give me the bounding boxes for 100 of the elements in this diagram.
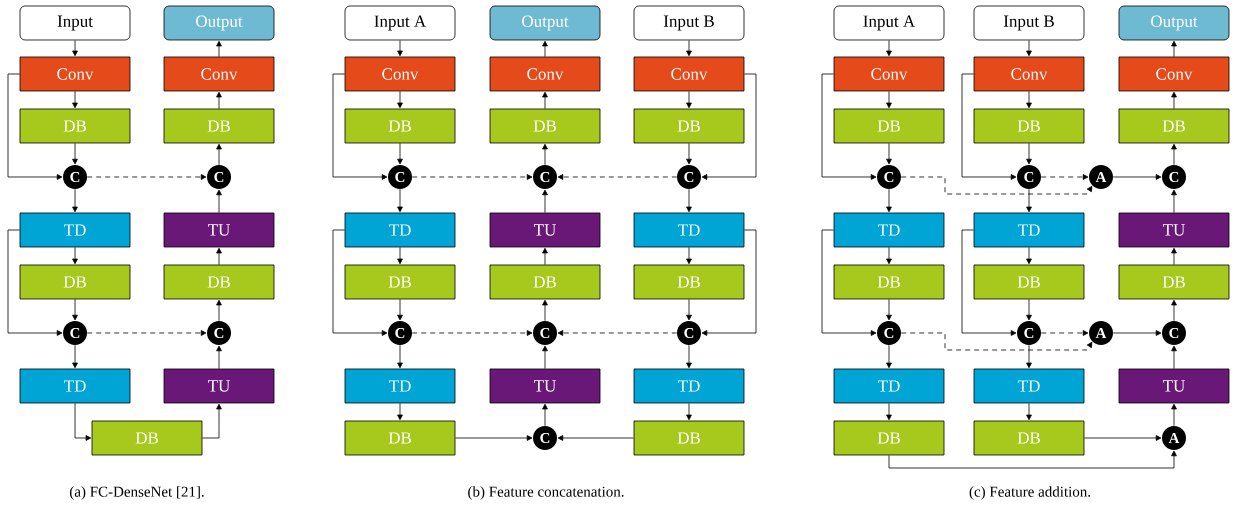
dense-block: DB xyxy=(19,264,131,300)
dashed-arrow xyxy=(1040,330,1089,336)
arrow xyxy=(216,91,222,109)
dashed-arrow xyxy=(557,330,678,336)
arrow xyxy=(1112,330,1162,336)
arrow xyxy=(886,143,892,165)
arrow xyxy=(72,344,78,369)
arrow xyxy=(397,40,403,57)
dense-block: DB xyxy=(489,264,601,300)
arrow xyxy=(1171,143,1177,166)
arrow xyxy=(216,189,222,213)
caption: (c) Feature addition. xyxy=(969,486,1091,500)
arrow xyxy=(397,91,403,109)
arrow xyxy=(542,143,548,166)
dashed-arrow xyxy=(557,174,678,180)
caption: (a) FC-DenseNet [21]. xyxy=(70,486,204,500)
arrow xyxy=(886,40,892,57)
dense-block: DB xyxy=(344,108,456,144)
arrow xyxy=(397,143,403,165)
dashed-arrow xyxy=(411,174,533,180)
arrow xyxy=(1026,91,1032,109)
input-box: Input A xyxy=(833,5,945,41)
dense-block: DB xyxy=(973,108,1085,144)
dense-block: DB xyxy=(633,108,745,144)
arrow xyxy=(886,91,892,109)
output-box: Output xyxy=(489,5,601,41)
arrow xyxy=(397,344,403,369)
transition-down-block: TD xyxy=(973,212,1085,248)
arrow xyxy=(1026,299,1032,321)
arrow xyxy=(332,73,388,180)
conv-block: Conv xyxy=(1118,56,1230,92)
arrow xyxy=(686,344,692,369)
dashed-arrow xyxy=(900,332,1093,351)
dense-block: DB xyxy=(19,108,131,144)
transition-down-block: TD xyxy=(973,368,1085,404)
transition-down-block: TD xyxy=(344,212,456,248)
arrow xyxy=(686,188,692,213)
arrow xyxy=(1171,345,1177,369)
arrow xyxy=(686,247,692,265)
arrow xyxy=(1026,188,1032,213)
output-box: Output xyxy=(1118,5,1230,41)
transition-down-block: TD xyxy=(833,368,945,404)
dense-block: DB xyxy=(833,420,945,456)
conv-block: Conv xyxy=(19,56,131,92)
arrow xyxy=(216,40,222,57)
input-box: Input B xyxy=(973,5,1085,41)
arrow xyxy=(216,299,222,322)
arrow xyxy=(72,143,78,165)
caption: (b) Feature concatenation. xyxy=(468,486,624,500)
dense-block: DB xyxy=(833,108,945,144)
transition-down-block: TD xyxy=(633,212,745,248)
arrow xyxy=(542,345,548,369)
arrow xyxy=(542,247,548,265)
arrow xyxy=(701,73,757,180)
dense-block: DB xyxy=(1118,108,1230,144)
arrow xyxy=(1112,174,1162,180)
dense-block: DB xyxy=(1118,264,1230,300)
arrow xyxy=(886,403,892,421)
output-box: Output xyxy=(163,5,275,41)
conv-block: Conv xyxy=(633,56,745,92)
dense-block: DB xyxy=(91,420,203,456)
dense-block: DB xyxy=(973,420,1085,456)
arrow xyxy=(886,247,892,265)
arrow xyxy=(72,299,78,321)
arrow xyxy=(686,299,692,321)
arrow xyxy=(686,403,692,421)
transition-down-block: TD xyxy=(633,368,745,404)
arrow xyxy=(397,247,403,265)
conv-block: Conv xyxy=(163,56,275,92)
transition-down-block: TD xyxy=(833,212,945,248)
arrow xyxy=(1026,344,1032,369)
transition-up-block: TU xyxy=(489,368,601,404)
conv-block: Conv xyxy=(489,56,601,92)
arrow xyxy=(961,73,1017,180)
arrow xyxy=(821,73,877,180)
transition-up-block: TU xyxy=(489,212,601,248)
dense-block: DB xyxy=(163,108,275,144)
dashed-arrow xyxy=(1040,174,1089,180)
arrow xyxy=(686,143,692,165)
arrow xyxy=(1026,40,1032,57)
arrow xyxy=(961,229,1017,336)
arrow xyxy=(886,344,892,369)
arrow xyxy=(7,229,63,336)
transition-down-block: TD xyxy=(19,212,131,248)
arrow xyxy=(557,435,634,441)
arrow xyxy=(888,450,1177,469)
arrow xyxy=(72,91,78,109)
arrow xyxy=(542,91,548,109)
conv-block: Conv xyxy=(833,56,945,92)
dense-block: DB xyxy=(973,264,1085,300)
arrow xyxy=(542,299,548,322)
arrow xyxy=(7,73,63,180)
arrow xyxy=(1171,189,1177,213)
arrow xyxy=(686,91,692,109)
arrow xyxy=(72,188,78,213)
dense-block: DB xyxy=(833,264,945,300)
transition-up-block: TU xyxy=(163,212,275,248)
input-box: Input B xyxy=(633,5,745,41)
arrow xyxy=(397,299,403,321)
dashed-arrow xyxy=(86,330,207,336)
